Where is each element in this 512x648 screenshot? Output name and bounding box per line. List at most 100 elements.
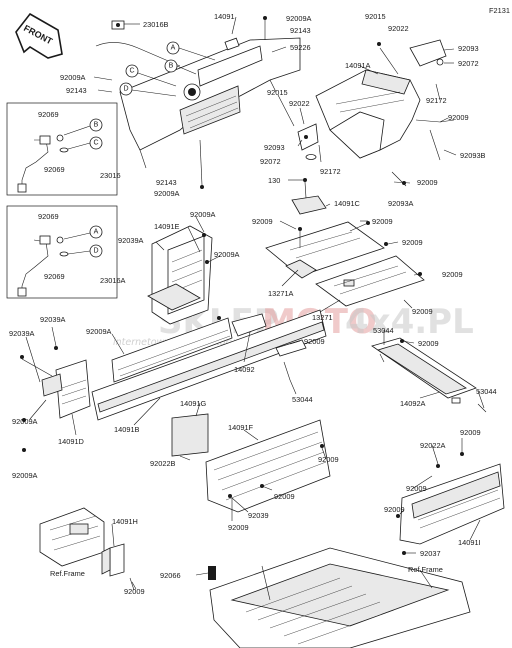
part-label: 92093A <box>388 199 414 208</box>
figure-code: F2131 <box>489 6 510 15</box>
part-label: 53044 <box>292 395 313 404</box>
floor-panel-13271a <box>265 221 385 279</box>
part-label: 92093 <box>458 44 479 53</box>
part-label: 92009 <box>304 337 325 346</box>
callout-b-detail: B <box>63 118 103 136</box>
bracket-14091h <box>101 543 135 591</box>
part-label: 92072 <box>458 59 479 68</box>
floor-panel-13271 <box>315 221 425 307</box>
dashboard-panel-14091 <box>119 16 301 189</box>
callout-a-top: A <box>166 41 216 61</box>
part-label: 92039A <box>9 329 35 338</box>
cover-14091a <box>315 39 449 161</box>
part-label: 92009 <box>372 217 393 226</box>
svg-text:D: D <box>93 248 98 255</box>
part-label: 92009 <box>460 428 481 437</box>
part-label: 92172 <box>426 96 447 105</box>
part-label: 92143 <box>156 178 177 187</box>
callout-d-top: D <box>119 82 177 97</box>
part-label: 92022 <box>289 99 310 108</box>
callout-c-detail: C <box>67 136 103 150</box>
part-label: 92009A <box>214 250 240 259</box>
part-label: 14091A <box>345 61 371 70</box>
plate-14091g <box>171 413 209 457</box>
watermark-brand-c: 4x4.PL <box>345 302 474 342</box>
part-label: 92037 <box>420 549 441 558</box>
part-label: 92009 <box>412 307 433 316</box>
part-label: 92009 <box>406 484 427 493</box>
part-label: 92009A <box>12 417 38 426</box>
part-label: 92009 <box>318 455 339 464</box>
part-label: 53044 <box>476 387 497 396</box>
ref-frame-label-left: Ref.Frame <box>50 569 85 578</box>
wire-23016a-detail <box>17 235 69 297</box>
part-label: 92039 <box>248 511 269 520</box>
part-label: 23016 <box>100 171 121 180</box>
part-label: 92009A <box>60 73 86 82</box>
part-label: 92172 <box>320 167 341 176</box>
part-label: 92009 <box>418 339 439 348</box>
strip-14092a <box>371 337 487 413</box>
bracket-14091d <box>20 346 91 452</box>
part-label: 14091C <box>334 199 361 208</box>
main-frame-ref <box>208 547 471 648</box>
part-label: 92072 <box>260 157 281 166</box>
svg-text:B: B <box>169 63 174 70</box>
svg-text:B: B <box>94 122 99 129</box>
part-label: 92069 <box>44 165 65 174</box>
part-label: 92009A <box>286 14 312 23</box>
part-label: 23016A <box>100 276 126 285</box>
callout-d-detail: D <box>67 244 103 258</box>
callout-a-detail: A <box>63 225 103 240</box>
part-label: 14091B <box>114 425 140 434</box>
wire-23016-detail <box>17 134 69 193</box>
detail-box-23016a <box>6 205 118 299</box>
part-label: 92022 <box>388 24 409 33</box>
ref-frame-label-right: Ref.Frame <box>408 565 443 574</box>
part-label: 92009A <box>12 471 38 480</box>
bracket-14091c <box>291 178 327 215</box>
svg-text:A: A <box>171 45 176 52</box>
part-label: 92093B <box>460 151 486 160</box>
side-panel-14091b <box>91 309 327 421</box>
part-label: 92069 <box>38 110 59 119</box>
svg-text:A: A <box>94 229 99 236</box>
part-label: 14092A <box>400 399 426 408</box>
detail-box-23016 <box>6 102 118 196</box>
frame-ref-left <box>39 507 105 567</box>
part-label: 92009 <box>124 587 145 596</box>
part-label: 92009 <box>448 113 469 122</box>
leader-lines <box>25 16 485 590</box>
bracket-92093 <box>297 123 322 163</box>
part-label: 13271 <box>312 313 333 322</box>
part-label: 92039A <box>118 236 144 245</box>
wire-23016b <box>95 20 181 67</box>
part-label: 14091G <box>180 399 207 408</box>
part-label: 59226 <box>290 43 311 52</box>
part-label: 92009 <box>228 523 249 532</box>
part-label: 14091I <box>458 538 481 547</box>
part-label: 92009 <box>384 505 405 514</box>
part-label: 14091 <box>214 12 235 21</box>
part-label: 14092 <box>234 365 255 374</box>
svg-text:C: C <box>129 68 134 75</box>
part-label: 92009 <box>402 238 423 247</box>
part-label: 92069 <box>44 272 65 281</box>
part-label: 14091E <box>154 222 180 231</box>
callout-b-top: B <box>164 59 197 75</box>
part-label: 23016B <box>143 20 169 29</box>
part-label: 130 <box>268 176 280 185</box>
part-label: 92022A <box>420 441 446 450</box>
part-label: 92009A <box>86 327 112 336</box>
svg-text:D: D <box>123 86 128 93</box>
part-label: 14091H <box>112 517 138 526</box>
part-label: 14091F <box>228 423 254 432</box>
part-label: 92069 <box>38 212 59 221</box>
part-label: 92009 <box>417 178 438 187</box>
part-label: 92009A <box>190 210 216 219</box>
part-label: 92015 <box>365 12 386 21</box>
panel-14091i <box>396 452 505 545</box>
part-labels: 23016B 14091 92009A 92143 59226 92015 92… <box>9 12 497 596</box>
bracket-14092 <box>231 313 307 381</box>
part-label: 92009 <box>442 270 463 279</box>
